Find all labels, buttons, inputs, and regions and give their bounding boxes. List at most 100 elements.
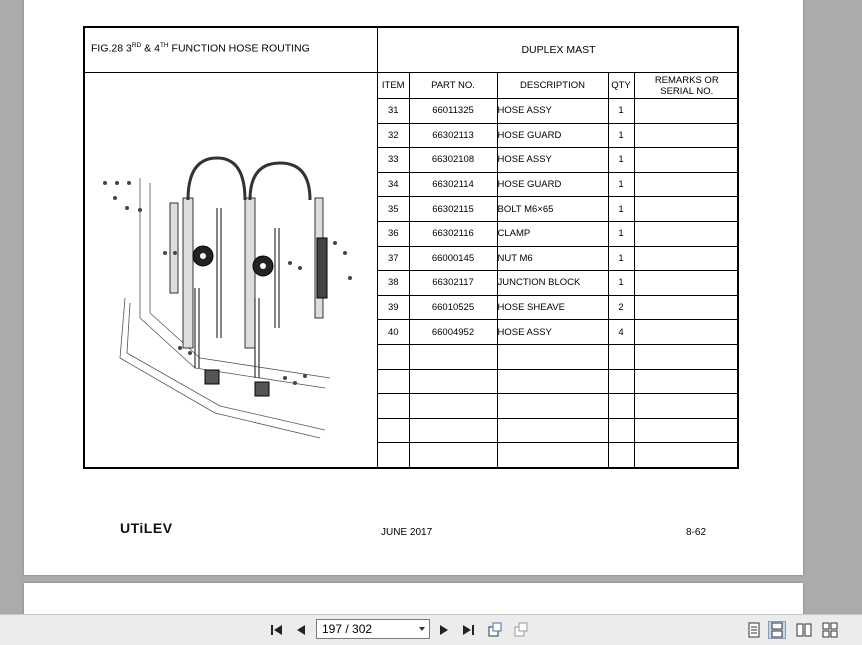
- cell-remarks: [633, 220, 739, 247]
- parts-table: ITEM PART NO. DESCRIPTION QTY REMARKS OR…: [378, 73, 739, 467]
- cell-item: [378, 393, 410, 419]
- cell-description: [496, 417, 609, 444]
- cell-part-no: 66302116: [408, 220, 498, 247]
- cell-qty: [607, 393, 635, 419]
- cell-remarks: [633, 417, 739, 444]
- first-page-icon[interactable]: [268, 621, 286, 639]
- cell-item: 38: [378, 270, 410, 296]
- table-row: [378, 343, 739, 370]
- fit-icon[interactable]: [512, 621, 530, 639]
- cell-qty: [607, 442, 635, 467]
- table-row: [378, 417, 739, 444]
- cell-description: CLAMP: [496, 220, 609, 247]
- cell-qty: 1: [607, 220, 635, 247]
- document-page: FIG.28 3RD & 4TH FUNCTION HOSE ROUTING D…: [24, 0, 803, 575]
- frame-divider-horizontal: [85, 72, 739, 73]
- cell-qty: 1: [607, 245, 635, 272]
- cell-part-no: [408, 442, 498, 467]
- cell-item: [378, 417, 410, 444]
- cell-item: [378, 368, 410, 395]
- cell-qty: 1: [607, 98, 635, 124]
- header-description: DESCRIPTION: [496, 73, 609, 99]
- header-part-no: PART NO.: [408, 73, 498, 99]
- cell-qty: [607, 343, 635, 370]
- cell-description: [496, 343, 609, 370]
- cell-remarks: [633, 393, 739, 419]
- cell-description: HOSE SHEAVE: [496, 294, 609, 321]
- cell-qty: 1: [607, 196, 635, 222]
- cell-description: [496, 442, 609, 467]
- cell-item: 34: [378, 171, 410, 198]
- cell-part-no: [408, 368, 498, 395]
- document-viewport[interactable]: FIG.28 3RD & 4TH FUNCTION HOSE ROUTING D…: [0, 0, 862, 614]
- cell-part-no: 66302115: [408, 196, 498, 222]
- header-qty: QTY: [607, 73, 635, 99]
- cell-qty: [607, 368, 635, 395]
- cell-part-no: [408, 343, 498, 370]
- table-header-row: ITEM PART NO. DESCRIPTION QTY REMARKS OR…: [378, 73, 739, 99]
- cell-part-no: 66000145: [408, 245, 498, 272]
- cell-item: 35: [378, 196, 410, 222]
- prev-page-icon[interactable]: [292, 621, 310, 639]
- cell-part-no: 66302114: [408, 171, 498, 198]
- company-logo: UTiLEV: [120, 520, 173, 536]
- cell-part-no: [408, 393, 498, 419]
- cell-qty: 1: [607, 122, 635, 149]
- cell-remarks: [633, 368, 739, 395]
- cell-remarks: [633, 122, 739, 149]
- header-item: ITEM: [378, 73, 410, 99]
- cell-part-no: 66004952: [408, 319, 498, 345]
- footer-page-ref: 8-62: [686, 527, 707, 538]
- cell-remarks: [633, 98, 739, 124]
- continuous-facing-icon[interactable]: [821, 621, 839, 639]
- hose-routing-drawing: [103, 156, 352, 439]
- cell-remarks: [633, 294, 739, 321]
- cell-item: [378, 343, 410, 370]
- cell-part-no: 66302113: [408, 122, 498, 149]
- cell-remarks: [633, 171, 739, 198]
- cell-item: 39: [378, 294, 410, 321]
- continuous-icon[interactable]: [768, 621, 786, 639]
- cell-qty: 2: [607, 294, 635, 321]
- header-remarks: REMARKS OR SERIAL NO.: [633, 73, 739, 99]
- single-page-icon[interactable]: [745, 621, 763, 639]
- table-row: [378, 368, 739, 395]
- cell-item: 31: [378, 98, 410, 124]
- cell-part-no: 66010525: [408, 294, 498, 321]
- next-document-page: [24, 583, 803, 614]
- cell-description: [496, 393, 609, 419]
- page-number-select[interactable]: 197 / 302: [316, 619, 430, 639]
- cell-item: 32: [378, 122, 410, 149]
- cell-part-no: [408, 417, 498, 444]
- next-page-icon[interactable]: [435, 621, 453, 639]
- cell-remarks: [633, 196, 739, 222]
- viewer-toolbar: 197 / 302: [0, 614, 862, 645]
- cell-item: 40: [378, 319, 410, 345]
- cell-description: [496, 368, 609, 395]
- section-title: DUPLEX MAST: [521, 44, 596, 56]
- cell-item: [378, 442, 410, 467]
- table-row: [378, 393, 739, 419]
- rotate-icon[interactable]: [486, 621, 504, 639]
- cell-part-no: 66302108: [408, 147, 498, 173]
- cell-description: HOSE GUARD: [496, 171, 609, 198]
- cell-remarks: [633, 343, 739, 370]
- cell-part-no: 66011325: [408, 98, 498, 124]
- cell-item: 36: [378, 220, 410, 247]
- cell-qty: [607, 417, 635, 444]
- last-page-icon[interactable]: [459, 621, 477, 639]
- cell-qty: 1: [607, 147, 635, 173]
- cell-qty: 1: [607, 270, 635, 296]
- facing-icon[interactable]: [795, 621, 813, 639]
- cell-remarks: [633, 147, 739, 173]
- table-row: [378, 442, 739, 467]
- cell-remarks: [633, 442, 739, 467]
- cell-description: NUT M6: [496, 245, 609, 272]
